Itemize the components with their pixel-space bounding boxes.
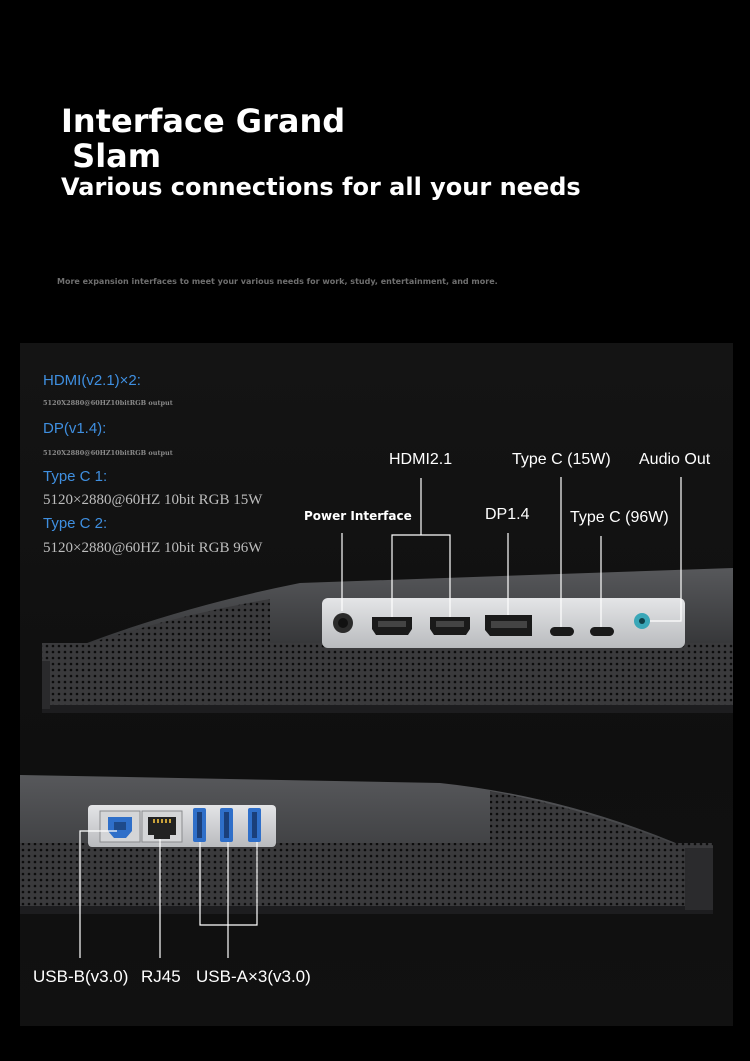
label-hdmi: HDMI2.1 (389, 451, 453, 468)
monitor-bottom-view (20, 775, 713, 958)
label-usba: USB-A×3(v3.0) (196, 967, 311, 986)
monitor-top-view (42, 477, 733, 713)
spec-typec2-detail: 5120×2880@60HZ 10bit RGB 96W (43, 540, 263, 556)
label-dp: DP1.4 (485, 506, 530, 523)
tagline: More expansion interfaces to meet your v… (57, 277, 498, 286)
label-power-interface: Power Interface (304, 509, 412, 523)
spec-typec1-label: Type C 1: (43, 468, 108, 485)
typec-96w-port (590, 627, 614, 636)
title-line-1: Interface Grand (61, 102, 346, 140)
monitor-illustration (20, 477, 733, 958)
subtitle: Various connections for all your needs (61, 173, 581, 201)
title-line-2: Slam (61, 137, 162, 175)
spec-dp-detail: 5120X2880@60HZ10bitRGB output (43, 449, 173, 457)
spec-dp-label: DP(v1.4): (43, 420, 107, 437)
label-typec-96w: Type C (96W) (570, 509, 669, 526)
label-audio-out: Audio Out (639, 451, 711, 468)
ports-panel: HDMI(v2.1)×2: 5120X2880@60HZ10bitRGB out… (20, 343, 733, 1026)
label-typec-15w: Type C (15W) (512, 451, 611, 468)
typec-15w-port (550, 627, 574, 636)
label-rj45: RJ45 (141, 967, 181, 986)
page-title: Interface Grand Slam (61, 104, 461, 174)
spec-typec2-label: Type C 2: (43, 515, 108, 532)
label-usbb: USB-B(v3.0) (33, 967, 129, 986)
spec-hdmi-label: HDMI(v2.1)×2: (43, 372, 141, 389)
spec-hdmi-detail: 5120X2880@60HZ10bitRGB output (43, 399, 173, 407)
spec-typec1-detail: 5120×2880@60HZ 10bit RGB 15W (43, 492, 263, 508)
